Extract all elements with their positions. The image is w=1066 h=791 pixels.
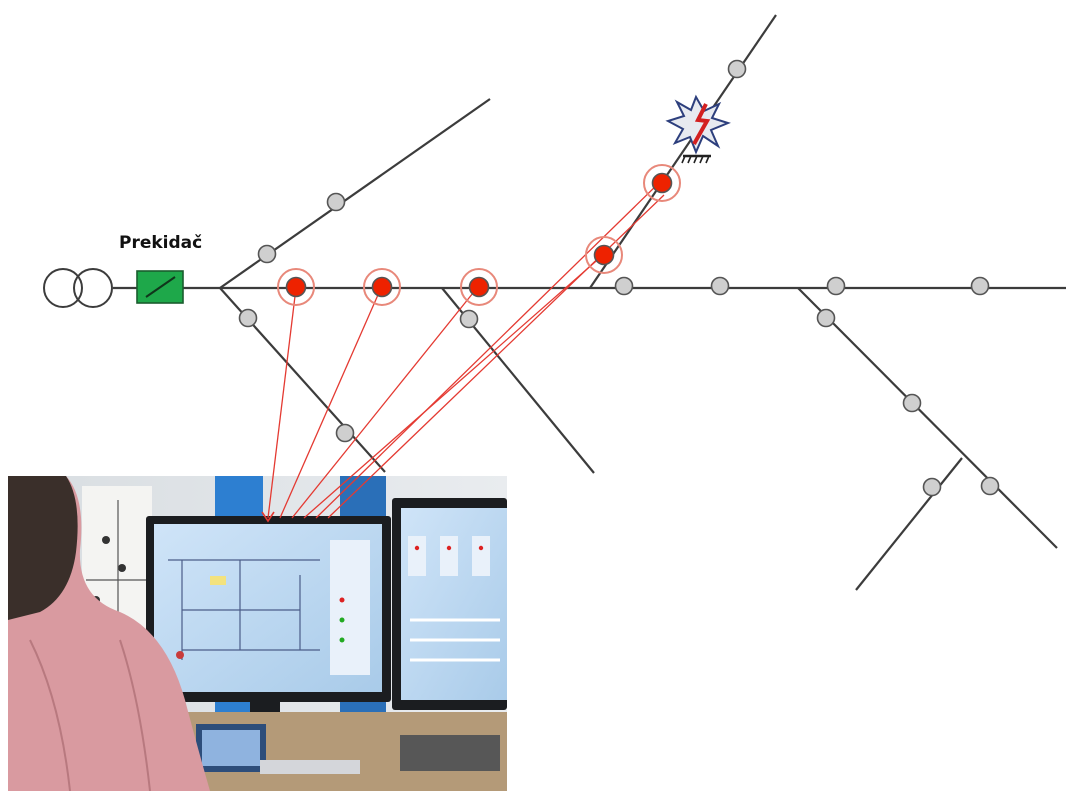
fault-indicator-idle: [970, 276, 990, 296]
idle-indicators: [238, 59, 1000, 497]
signal-line: [291, 287, 478, 519]
breaker-label: Prekidač: [119, 233, 202, 253]
fault-indicator-active: [468, 276, 490, 298]
control-room-photo: [8, 476, 507, 791]
signal-line: [267, 287, 297, 519]
fault-indicator-idle: [257, 244, 277, 264]
active-indicator-ring: [585, 236, 623, 274]
fault-indicator-active: [285, 276, 307, 298]
fault-indicator-idle: [902, 393, 922, 413]
active-indicators: [277, 164, 681, 306]
fault-indicator-idle: [459, 309, 479, 329]
fault-indicator-idle: [816, 308, 836, 328]
signal-line: [327, 194, 665, 519]
fault-indicator-idle: [614, 276, 634, 296]
signal-line: [303, 254, 604, 519]
fault-indicator-idle: [335, 423, 355, 443]
lightning-fault-icon: [665, 94, 731, 164]
active-indicator-ring: [277, 268, 315, 306]
fault-indicator-idle: [238, 308, 258, 328]
fault-indicator-idle: [980, 476, 1000, 496]
signal-arrowheads: [261, 511, 275, 523]
fault-indicator-idle: [826, 276, 846, 296]
fault-indicator-active: [651, 172, 673, 194]
signal-lines: [261, 180, 665, 523]
feeder-branch-faulted: [589, 14, 777, 289]
fault-indicator-idle: [326, 192, 346, 212]
fault-indicator-active: [593, 244, 615, 266]
circuit-breaker: Prekidač: [119, 233, 202, 304]
breaker-switch-mark: [145, 276, 176, 298]
feeder-sub-branch: [855, 457, 963, 591]
transformer-icon: [43, 268, 113, 308]
fault-indicator-idle: [710, 276, 730, 296]
active-indicator-ring: [460, 268, 498, 306]
active-indicator-ring: [643, 164, 681, 202]
fault-indicator-idle: [727, 59, 747, 79]
fault-indicator-idle: [922, 477, 942, 497]
fault-indicator-active: [371, 276, 393, 298]
feeder-branch-right: [797, 287, 1058, 549]
active-indicator-ring: [363, 268, 401, 306]
signal-line: [315, 180, 662, 519]
signal-line: [279, 287, 382, 519]
